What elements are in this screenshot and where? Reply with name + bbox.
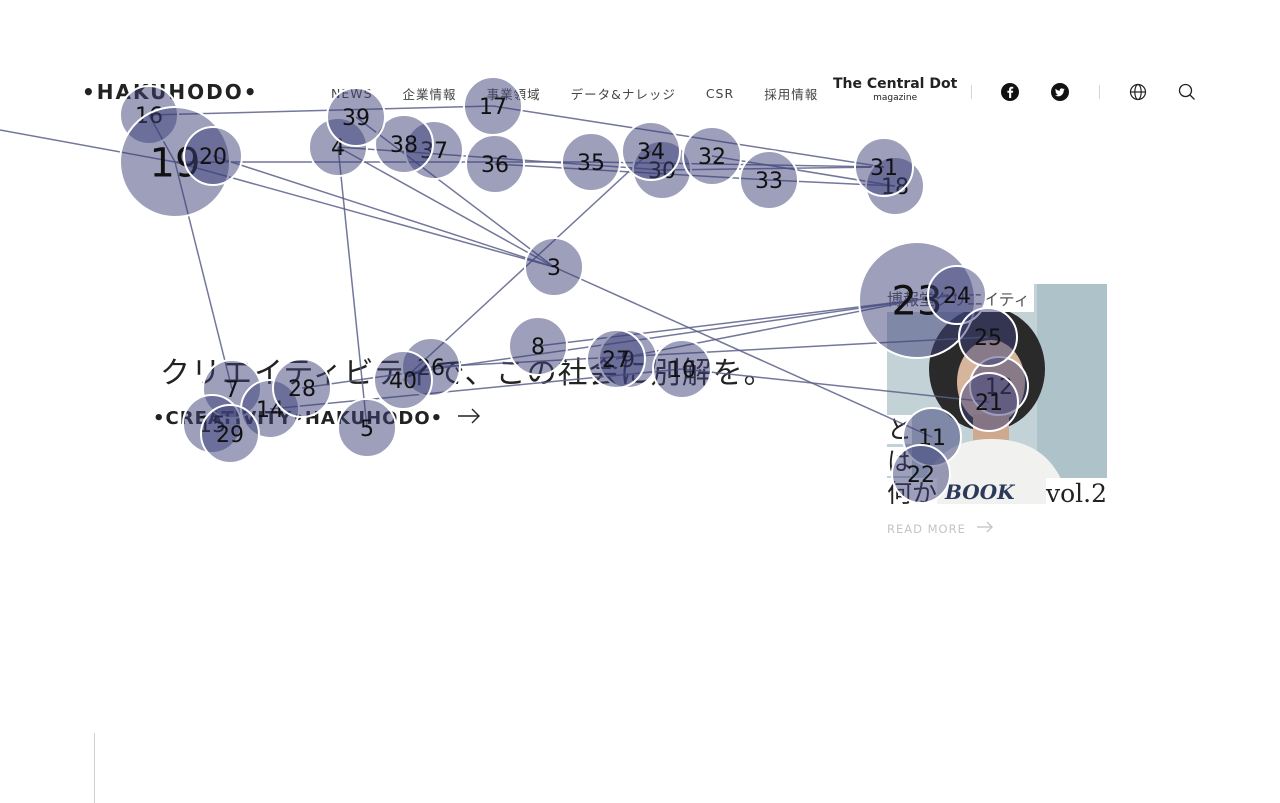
nav-item-recruit[interactable]: 採用情報 — [764, 87, 819, 102]
graph-node-circle — [682, 126, 742, 186]
nav-item-news[interactable]: NEWS — [331, 86, 373, 101]
graph-edge — [337, 146, 663, 171]
graph-edge — [402, 150, 652, 381]
graph-node-33: 33 — [739, 150, 799, 210]
graph-node-label: 35 — [577, 151, 605, 176]
graph-node-label: 33 — [755, 169, 783, 194]
graph-node-circle — [561, 132, 621, 192]
graph-node-20: 20 — [183, 126, 243, 186]
arrow-right-icon — [976, 521, 994, 536]
graph-node-circle — [621, 121, 681, 181]
graph-edge — [212, 155, 555, 268]
graph-node-circle — [465, 134, 525, 194]
graph-node-circle — [308, 117, 368, 177]
graph-node-label: 36 — [481, 153, 509, 178]
central-dot-magazine-link[interactable]: The Central Dot magazine — [833, 77, 957, 103]
graph-node-label: 19 — [150, 140, 201, 186]
graph-node-label: 4 — [331, 136, 345, 161]
graph-edge — [0, 129, 176, 163]
hero-headline: クリエイティビティで、この社会に別解を。 — [160, 356, 775, 391]
graph-node-circle — [865, 156, 925, 216]
graph-edge — [768, 179, 896, 187]
feature-title-line: と — [887, 415, 913, 444]
graph-node-3: 3 — [524, 237, 584, 297]
read-more-label: READ MORE — [887, 521, 966, 536]
main-nav: NEWS 企業情報 事業領域 データ&ナレッジ CSR 採用情報 — [331, 84, 848, 103]
vertical-rule — [94, 733, 95, 803]
header-divider — [971, 85, 972, 99]
graph-edge — [494, 163, 770, 181]
graph-node-32: 32 — [682, 126, 742, 186]
graph-node-31: 31 — [854, 137, 914, 197]
graph-node-label: 18 — [881, 175, 909, 200]
graph-node-35: 35 — [561, 132, 621, 192]
graph-node-label: 20 — [199, 145, 227, 170]
graph-edge — [148, 105, 494, 116]
graph-node-19: 19 — [119, 106, 231, 218]
graph-node-label: 32 — [698, 145, 726, 170]
graph-node-circle — [632, 140, 692, 200]
graph-edge — [355, 116, 555, 268]
graph-node-circle — [524, 237, 584, 297]
feature-title-line: は — [887, 447, 913, 476]
graph-node-18: 18 — [865, 156, 925, 216]
graph-node-4: 4 — [308, 117, 368, 177]
graph-node-label: 31 — [870, 156, 898, 181]
feature-tag: 博報堂クリエイティ — [887, 284, 1034, 312]
graph-edge — [590, 161, 885, 168]
nav-item-company[interactable]: 企業情報 — [402, 87, 457, 102]
creativity-hakuhodo-label: •CREATIVITY•HAKUHODO• — [153, 408, 444, 429]
graph-node-circle — [854, 137, 914, 197]
creativity-hakuhodo-link[interactable]: •CREATIVITY•HAKUHODO• — [153, 408, 481, 429]
graph-edge — [337, 146, 555, 268]
graph-node-label: 38 — [390, 133, 418, 158]
graph-node-circle — [374, 114, 434, 174]
shirt-print-text: BOOK — [944, 480, 1016, 504]
graph-edge — [492, 105, 885, 168]
graph-node-label: 16 — [135, 104, 163, 129]
graph-node-circle — [404, 120, 464, 180]
feature-title-volume: vol.2 — [1045, 478, 1107, 510]
feature-card[interactable]: BOOK 博報堂クリエイティ と は 何か vol.2 — [887, 284, 1107, 510]
hakuhodo-logo[interactable]: •HAKUHODO• — [82, 80, 259, 104]
graph-node-label: 3 — [547, 256, 561, 281]
facebook-icon[interactable] — [1000, 82, 1020, 102]
header-divider — [1099, 85, 1100, 99]
graph-node-36: 36 — [465, 134, 525, 194]
feature-title: と は 何か vol.2 — [887, 414, 1107, 510]
graph-node-circle — [739, 150, 799, 210]
graph-node-label: 37 — [420, 139, 448, 164]
feature-title-line: 何か — [887, 478, 938, 510]
nav-item-business[interactable]: 事業領域 — [486, 87, 541, 102]
central-dot-title: The Central Dot — [833, 76, 958, 92]
graph-node-circle — [183, 126, 243, 186]
graph-node-label: 34 — [637, 140, 665, 165]
arrow-right-icon — [457, 408, 481, 429]
graph-edge — [711, 155, 896, 187]
globe-icon[interactable] — [1128, 82, 1148, 102]
nav-item-csr[interactable]: CSR — [705, 86, 735, 101]
twitter-icon[interactable] — [1050, 82, 1070, 102]
graph-edge — [661, 166, 885, 171]
graph-edge — [174, 161, 555, 268]
graph-node-label: 39 — [342, 106, 370, 131]
read-more-link[interactable]: READ MORE — [887, 521, 994, 536]
graph-edge — [148, 114, 176, 163]
graph-node-37: 37 — [404, 120, 464, 180]
graph-node-30: 30 — [632, 140, 692, 200]
nav-item-data-knowledge[interactable]: データ&ナレッジ — [570, 87, 676, 102]
graph-node-label: 30 — [648, 159, 676, 184]
search-icon[interactable] — [1177, 82, 1197, 102]
graph-node-34: 34 — [621, 121, 681, 181]
graph-node-38: 38 — [374, 114, 434, 174]
graph-node-circle — [119, 106, 231, 218]
central-dot-subtitle: magazine — [873, 93, 918, 103]
